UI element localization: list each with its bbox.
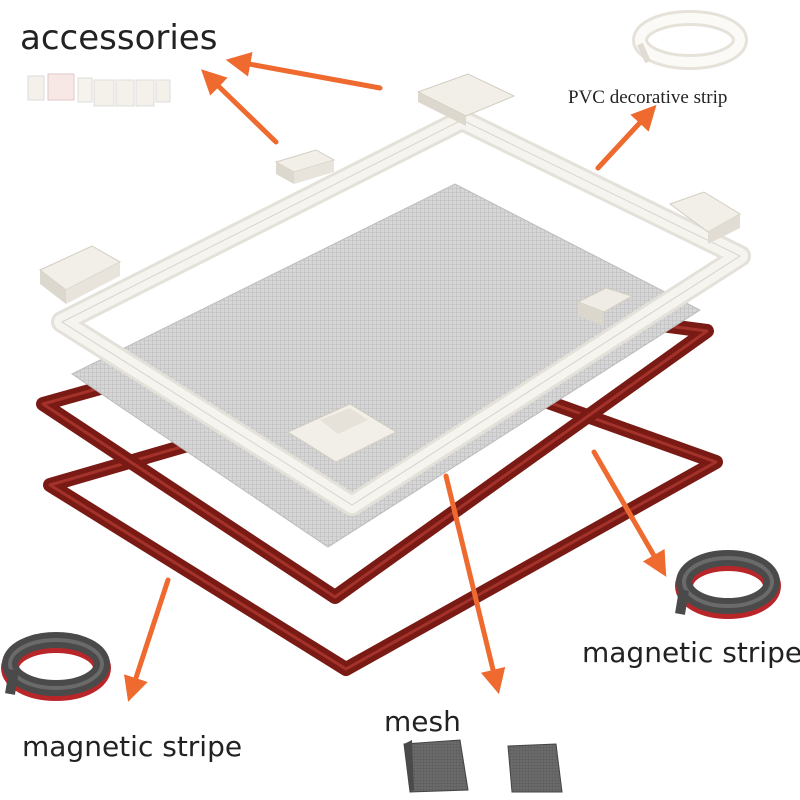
corner-clip-top — [416, 73, 516, 126]
corner-clip-right — [668, 191, 741, 244]
pvc-strip-roll — [632, 10, 748, 70]
arrow-to-accessories-2 — [201, 69, 279, 145]
arrow-to-magnetic-right — [591, 449, 667, 577]
arrow-to-magnetic-left — [124, 577, 171, 702]
mesh-sheet — [71, 183, 702, 548]
corner-piece-bottom — [286, 403, 398, 463]
magnetic-tape-roll-left — [1, 632, 111, 701]
arrow-to-pvc-strip — [595, 104, 657, 171]
label-magnetic-stripe-left: magnetic stripe — [22, 730, 243, 763]
arrow-to-mesh — [443, 473, 506, 695]
label-accessories: accessories — [20, 18, 218, 58]
label-magnetic-stripe-right: magnetic stripe — [582, 636, 800, 669]
corner-piece-right — [576, 287, 634, 326]
label-mesh: mesh — [384, 705, 461, 738]
arrow-to-accessories — [225, 51, 383, 91]
label-pvc-strip: PVC decorative strip — [568, 87, 728, 108]
corner-clip-left — [39, 245, 122, 304]
accessories-pieces — [27, 73, 171, 107]
clip-small-accessory — [274, 149, 336, 184]
arrows — [124, 51, 667, 702]
magnetic-tape-roll-right — [675, 550, 781, 619]
mesh-sample-right — [507, 743, 563, 793]
mesh-sample-left — [403, 739, 469, 793]
